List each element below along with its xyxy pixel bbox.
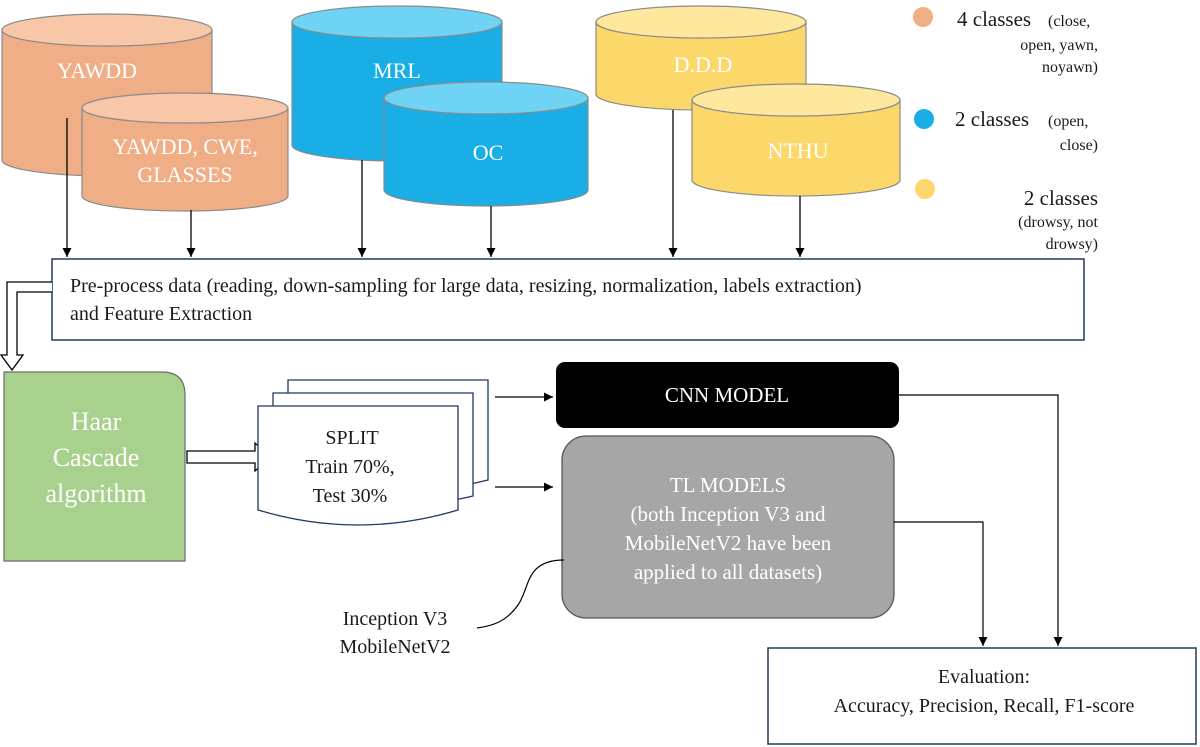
callout-connector (476, 559, 565, 629)
oc-label: OC (473, 140, 504, 165)
split-line2: Train 70%, (305, 456, 394, 478)
legend-yellow-line2: drowsy) (1046, 236, 1098, 253)
nthu-label: NTHU (767, 138, 828, 163)
legend: 4 classes (close, open, yawn, noyawn) 2 … (913, 7, 1099, 253)
tl-line1: TL MODELS (670, 473, 786, 497)
evaluation-box: Evaluation: Accuracy, Precision, Recall,… (767, 647, 1197, 745)
preprocess-line2: and Feature Extraction (70, 303, 252, 325)
haar-line1: Haar (71, 407, 122, 436)
haar-line3: algorithm (45, 479, 146, 508)
hollow-arrow-to-haar (0, 281, 52, 372)
evaluation-line1: Evaluation: (938, 666, 1030, 688)
tl-line3: MobileNetV2 have been (625, 531, 832, 555)
legend-yellow-main: 2 classes (1024, 186, 1098, 210)
legend-blue-line1: (open, (1048, 113, 1088, 130)
haar-cascade-box: Haar Cascade algorithm (3, 371, 186, 562)
nthu-database: NTHU (691, 83, 901, 197)
yawdd-cwe-label-line1: YAWDD, CWE, (112, 134, 258, 159)
preprocess-line1: Pre-process data (reading, down-sampling… (70, 275, 862, 297)
legend-orange-main: 4 classes (957, 7, 1031, 31)
evaluation-line2: Accuracy, Precision, Recall, F1-score (834, 695, 1135, 717)
yawdd-cwe-label-line2: GLASSES (137, 162, 232, 187)
legend-blue-line2: close) (1060, 137, 1098, 154)
split-line3: Test 30% (313, 485, 388, 507)
legend-yellow-line1: (drowsy, not (1018, 214, 1098, 231)
oc-database: OC (383, 81, 589, 207)
arrow-cnn-to-evaluation (899, 394, 1063, 646)
tl-line4: applied to all datasets) (634, 560, 822, 584)
tl-models-box: TL MODELS (both Inception V3 and MobileN… (561, 435, 895, 619)
legend-blue-dot (914, 109, 934, 129)
mrl-label: MRL (373, 58, 421, 83)
legend-orange-line2: open, yawn, (1020, 37, 1098, 54)
split-documents: SPLIT Train 70%, Test 30% (257, 379, 489, 526)
preprocess-box: Pre-process data (reading, down-sampling… (51, 258, 1085, 341)
ddd-label: D.D.D (674, 52, 733, 77)
callout-line2: MobileNetV2 (339, 636, 450, 658)
legend-yellow-dot (915, 179, 935, 199)
callout-line1: Inception V3 (343, 608, 448, 630)
tl-line2: (both Inception V3 and (631, 502, 826, 526)
split-line1: SPLIT (325, 427, 378, 449)
yawdd-cwe-glasses-database: YAWDD, CWE, GLASSES (81, 92, 289, 212)
cnn-model-box: CNN MODEL (556, 362, 899, 428)
database-arrows (62, 110, 805, 257)
legend-orange-line1: (close, (1048, 13, 1090, 30)
arrow-tl-to-evaluation (894, 521, 988, 646)
legend-orange-dot (913, 7, 933, 27)
haar-line2: Cascade (53, 443, 140, 472)
cnn-label: CNN MODEL (665, 383, 789, 407)
legend-orange-line3: noyawn) (1042, 59, 1098, 76)
legend-blue-main: 2 classes (955, 107, 1029, 131)
yawdd-label: YAWDD (57, 58, 137, 83)
